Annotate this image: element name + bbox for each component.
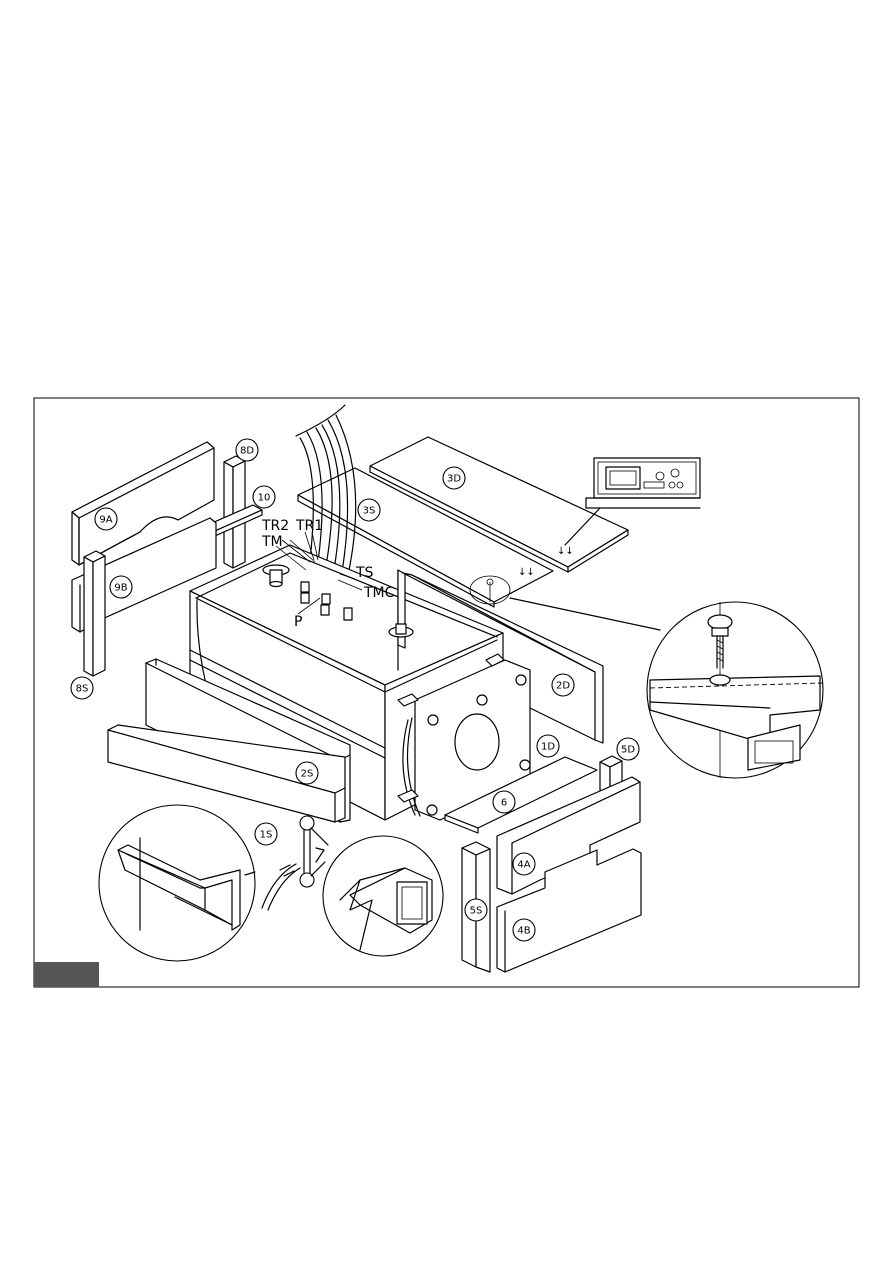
callout-1d: 1D [536, 734, 560, 758]
svg-text:2D: 2D [556, 681, 570, 692]
callout-5s: 5S [464, 898, 488, 922]
part-2s-panel [107, 724, 346, 823]
control-panel [564, 457, 701, 546]
svg-text:8D: 8D [240, 446, 254, 457]
part-6-plate [444, 756, 598, 834]
label-tr2: TR2 [261, 518, 289, 534]
svg-text:2S: 2S [301, 769, 314, 780]
svg-text:1S: 1S [260, 830, 273, 841]
part-8s-post [83, 550, 106, 677]
callout-6: 6 [492, 790, 516, 814]
callout-1s: 1S [254, 822, 278, 846]
label-tmc: TMC [363, 585, 395, 601]
svg-text:8S: 8S [76, 684, 89, 695]
callout-8s: 8S [70, 676, 94, 700]
part-1s-rod [261, 815, 329, 911]
callout-3d: 3D [442, 466, 466, 490]
part-9b-panel [71, 517, 217, 633]
svg-text:10: 10 [258, 493, 271, 504]
svg-text:3S: 3S [363, 506, 376, 517]
svg-text:9A: 9A [99, 515, 112, 526]
svg-text:6: 6 [501, 798, 507, 809]
part-2d-panel [402, 572, 604, 744]
callout-5d: 5D [616, 737, 640, 761]
detail-joint-left [98, 804, 256, 962]
callout-9b: 9B [109, 575, 133, 599]
callout-8d: 8D [235, 438, 259, 462]
callout-2d: 2D [551, 673, 575, 697]
part-3d-cover [369, 436, 629, 573]
label-tr1: TR1 [295, 518, 323, 534]
front-end-plate [397, 653, 531, 821]
detail-tube-center [322, 835, 444, 957]
arrow-marker-1: ↓↓ [557, 546, 574, 557]
svg-text:3D: 3D [447, 474, 461, 485]
svg-text:4A: 4A [517, 860, 530, 871]
callout-2s: 2S [295, 761, 319, 785]
svg-text:1D: 1D [541, 742, 555, 753]
svg-text:5S: 5S [470, 906, 483, 917]
label-tm: TM [261, 534, 283, 550]
svg-text:5D: 5D [621, 745, 635, 756]
detail-screw-magnified [469, 575, 824, 779]
label-ts: TS [355, 565, 374, 581]
callout-4b: 4B [512, 918, 536, 942]
arrow-marker-2: ↓↓ [518, 567, 535, 578]
callout-4a: 4A [512, 852, 536, 876]
part-4b-panel [496, 848, 642, 973]
svg-text:4B: 4B [517, 926, 530, 937]
callout-9a: 9A [94, 507, 118, 531]
callout-10: 10 [252, 485, 276, 509]
svg-text:9B: 9B [114, 583, 127, 594]
callout-3s: 3S [357, 498, 381, 522]
label-p: P [294, 614, 302, 630]
cables [295, 404, 357, 582]
footer-bar [34, 962, 99, 987]
label-leaders [275, 531, 363, 615]
